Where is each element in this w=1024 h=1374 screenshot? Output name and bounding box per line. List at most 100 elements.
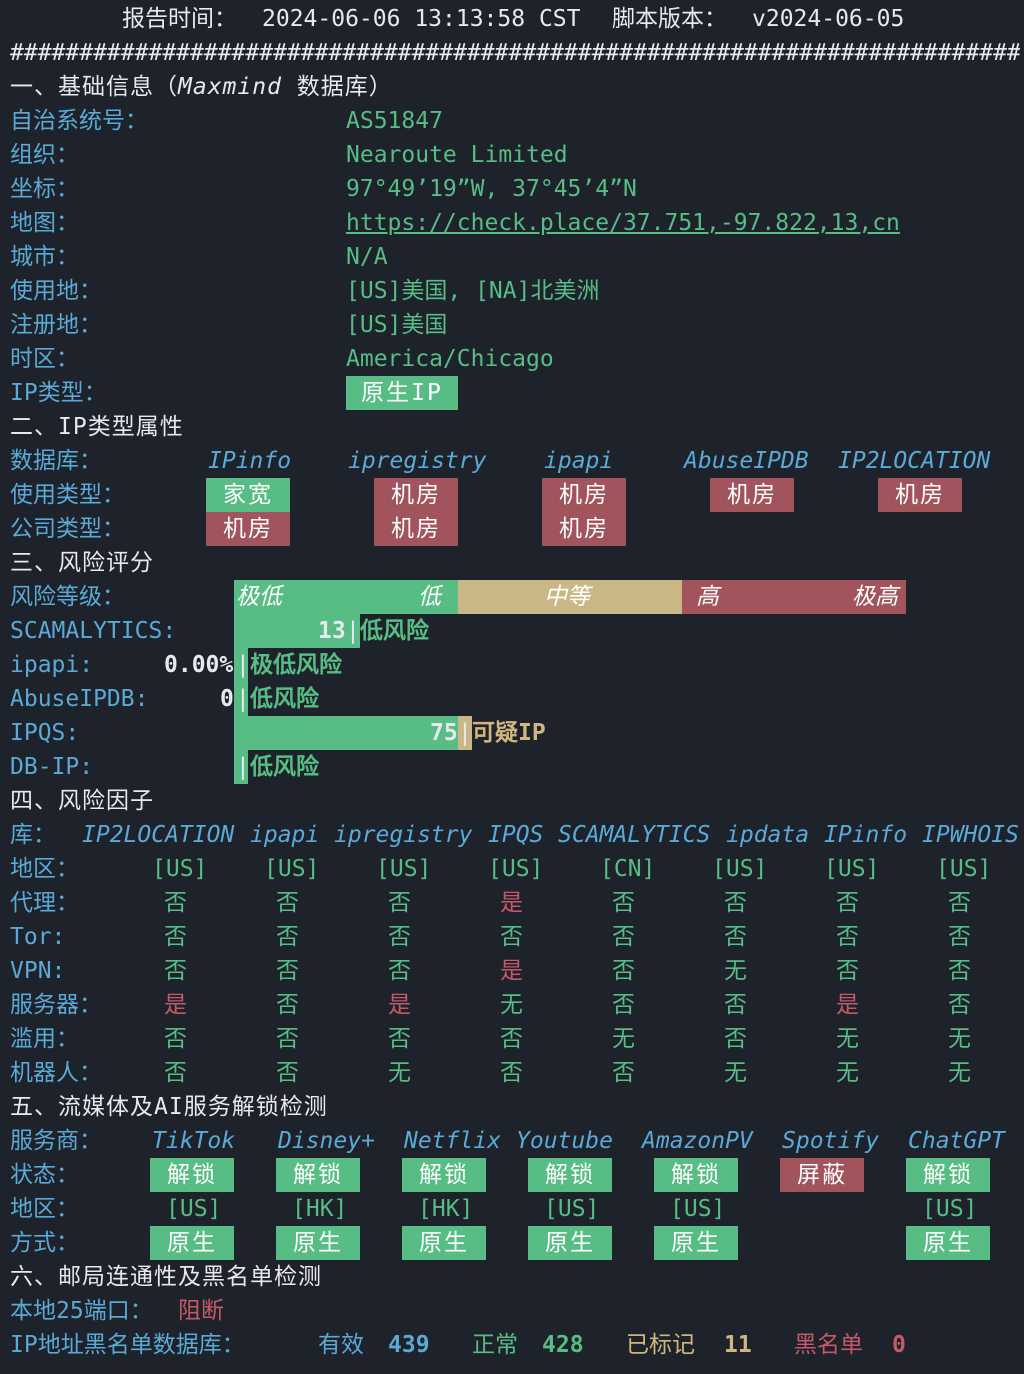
info-label: 地图：	[10, 210, 79, 236]
provider-label: 服务商：	[10, 1128, 102, 1154]
info-label: 自治系统号：	[10, 108, 148, 134]
unlock-method-badge: 原生	[150, 1226, 234, 1260]
factor-value: 否	[276, 992, 299, 1018]
usage-badge: 家宽	[206, 478, 290, 512]
unlock-method-badge: 原生	[276, 1226, 360, 1260]
score-row-dbip: DB-IP: | 低风险	[0, 750, 1024, 784]
info-label: 组织：	[10, 142, 79, 168]
factor-value: 否	[948, 890, 971, 916]
lib-ipqs: IPQS	[488, 822, 544, 848]
factor-value: 无	[948, 1060, 971, 1086]
usage-badge: 机房	[374, 478, 458, 512]
factor-value: 否	[724, 890, 747, 916]
factor-label: 地区：	[10, 856, 79, 882]
unlock-method-badge: 原生	[402, 1226, 486, 1260]
factor-value: 无	[612, 1026, 635, 1052]
valid-label: 有效	[318, 1332, 364, 1358]
info-value: [US]美国	[346, 312, 448, 338]
info-row: 坐标：97°49’19”W, 37°45’4”N	[0, 172, 1024, 206]
company-type-label: 公司类型：	[10, 516, 125, 542]
factor-label: 服务器：	[10, 992, 102, 1018]
scale-very-low: 极低	[236, 584, 282, 610]
factor-label: 代理：	[10, 890, 79, 916]
company-badge: 机房	[206, 512, 290, 546]
factor-value: [US]	[488, 856, 544, 882]
section-title: 六、邮局连通性及黑名单检测	[10, 1264, 322, 1290]
score-value: 0	[220, 686, 234, 712]
unlock-region: [US]	[166, 1196, 222, 1222]
factor-value: 否	[388, 890, 411, 916]
blacklisted-label: 黑名单	[794, 1332, 863, 1358]
factor-value: 否	[724, 1026, 747, 1052]
db-label: 数据库：	[10, 448, 102, 474]
db-ipregistry: ipregistry	[348, 448, 487, 474]
normal-label: 正常	[472, 1332, 518, 1358]
factor-label: Tor:	[10, 924, 66, 950]
section-mail: 六、邮局连通性及黑名单检测	[0, 1260, 1024, 1294]
factor-value: 否	[836, 924, 859, 950]
factor-row: 服务器：是否是无否否是否	[0, 988, 1024, 1022]
port25-label: 本地25端口：	[10, 1298, 153, 1324]
risk-scale-medium	[458, 580, 682, 614]
factor-value: 是	[164, 992, 187, 1018]
usage-badge: 机房	[878, 478, 962, 512]
provider-disney: Disney+	[278, 1128, 375, 1154]
info-row: 时区：America/Chicago	[0, 342, 1024, 376]
ip-type-label: IP类型：	[10, 380, 107, 406]
section-title: 二、IP类型属性	[10, 414, 184, 440]
info-value: Nearoute Limited	[346, 142, 568, 168]
factor-row: 滥用：否否否否无否无无	[0, 1022, 1024, 1056]
info-value: AS51847	[346, 108, 443, 134]
factor-value: 否	[948, 992, 971, 1018]
factor-value: 否	[612, 1060, 635, 1086]
score-divider: |	[236, 652, 250, 678]
factor-value: 否	[948, 924, 971, 950]
factor-value: 否	[164, 958, 187, 984]
factor-value: 无	[836, 1026, 859, 1052]
unlock-status-badge: 解锁	[402, 1158, 486, 1192]
factor-value: [US]	[264, 856, 320, 882]
map-link[interactable]: https://check.place/37.751,-97.822,13,cn	[346, 210, 900, 236]
factor-value: 否	[612, 958, 635, 984]
factor-value: 否	[500, 1060, 523, 1086]
factor-value: 无	[836, 1060, 859, 1086]
factor-value: 无	[724, 1060, 747, 1086]
status-label: 状态：	[10, 1162, 79, 1188]
ip-type-row: IP类型： 原生IP	[0, 376, 1024, 410]
factor-value: [US]	[712, 856, 768, 882]
factor-value: 否	[164, 890, 187, 916]
lib-header-row: 库： IP2LOCATION ipapi ipregistry IPQS SCA…	[0, 818, 1024, 852]
factor-value: 否	[724, 924, 747, 950]
score-label: AbuseIPDB:	[10, 686, 149, 712]
lib-ipdata: ipdata	[726, 822, 810, 848]
report-header: 报告时间： 2024-06-06 13:13:58 CST 脚本版本： v202…	[0, 2, 1024, 36]
unlock-region: [US]	[544, 1196, 600, 1222]
factor-value: [US]	[152, 856, 208, 882]
unlock-region-row: 地区：[US][HK][HK][US][US][US]	[0, 1192, 1024, 1226]
info-row: 注册地：[US]美国	[0, 308, 1024, 342]
unlock-method-badge: 原生	[528, 1226, 612, 1260]
factor-value: 否	[948, 958, 971, 984]
provider-header-row: 服务商： TikTok Disney+ Netflix Youtube Amaz…	[0, 1124, 1024, 1158]
factor-value: 否	[388, 958, 411, 984]
factor-value: 否	[276, 958, 299, 984]
provider-tiktok: TikTok	[152, 1128, 236, 1154]
score-verdict: 低风险	[360, 618, 429, 644]
company-badge: 机房	[374, 512, 458, 546]
usage-type-label: 使用类型：	[10, 482, 125, 508]
score-label: IPQS:	[10, 720, 80, 746]
factor-value: 否	[836, 958, 859, 984]
scale-very-high: 极高	[852, 584, 898, 610]
risk-level-label: 风险等级：	[10, 584, 125, 610]
factor-value: 是	[388, 992, 411, 1018]
info-row: 使用地：[US]美国, [NA]北美洲	[0, 274, 1024, 308]
info-row: 地图： https://check.place/37.751,-97.822,13…	[0, 206, 1024, 240]
score-value: 13	[318, 618, 346, 644]
lib-ipinfo: IPinfo	[824, 822, 908, 848]
score-value: 0.00%	[164, 652, 234, 678]
info-label: 坐标：	[10, 176, 79, 202]
factor-value: 否	[276, 1060, 299, 1086]
risk-level-row: 风险等级： 极低 低 中等 高 极高	[0, 580, 1024, 614]
provider-youtube: Youtube	[516, 1128, 613, 1154]
score-row-ipqs: IPQS: 75 | 可疑IP	[0, 716, 1024, 750]
